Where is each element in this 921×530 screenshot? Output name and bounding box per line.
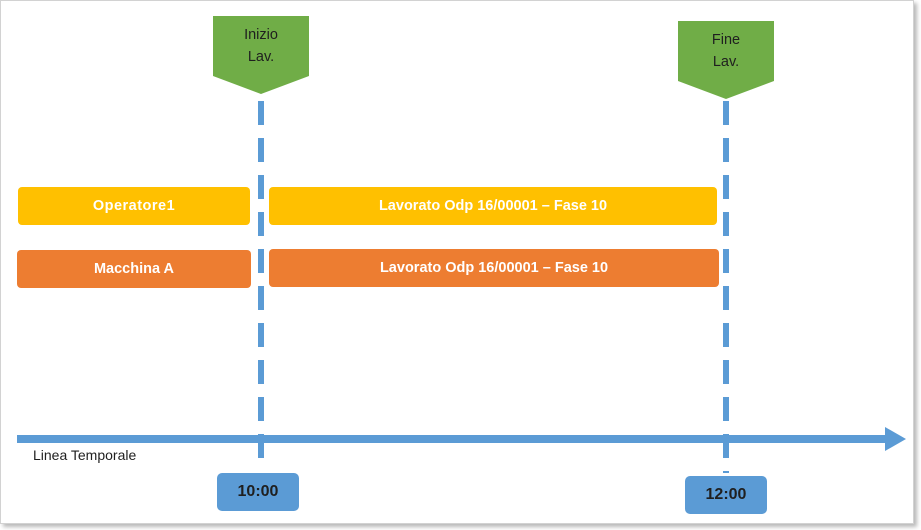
start-marker-shape [213, 16, 309, 94]
machine-task-bar: Lavorato Odp 16/00001 – Fase 10 [269, 249, 719, 287]
start-time-box: 10:00 [217, 473, 299, 511]
end-marker-label: Fine Lav. [678, 29, 774, 73]
machine-label-bar: Macchina A [17, 250, 251, 288]
operator-label: Operatore1 [92, 198, 176, 214]
start-marker-line2: Lav. [247, 49, 275, 65]
operator-task-bar: Lavorato Odp 16/00001 – Fase 10 [269, 187, 717, 225]
machine-label: Macchina A [93, 261, 175, 277]
end-marker-line2: Lav. [712, 54, 740, 70]
operator-label-bar: Operatore1 [18, 187, 250, 225]
end-time-box: 12:00 [685, 476, 767, 514]
end-marker-line1: Fine [711, 32, 741, 48]
start-marker-label: Inizio Lav. [213, 24, 309, 68]
timeline-arrowhead [885, 427, 906, 451]
timeline-axis-label: Linea Temporale [33, 447, 137, 463]
start-time-label: 10:00 [237, 483, 279, 500]
machine-task-label: Lavorato Odp 16/00001 – Fase 10 [379, 260, 609, 276]
operator-task-label: Lavorato Odp 16/00001 – Fase 10 [378, 198, 608, 214]
end-time-label: 12:00 [705, 486, 747, 503]
end-marker: Fine Lav. [678, 21, 774, 101]
end-marker-shape [678, 21, 774, 99]
start-marker-line1: Inizio [244, 27, 278, 43]
start-marker: Inizio Lav. [213, 16, 309, 96]
